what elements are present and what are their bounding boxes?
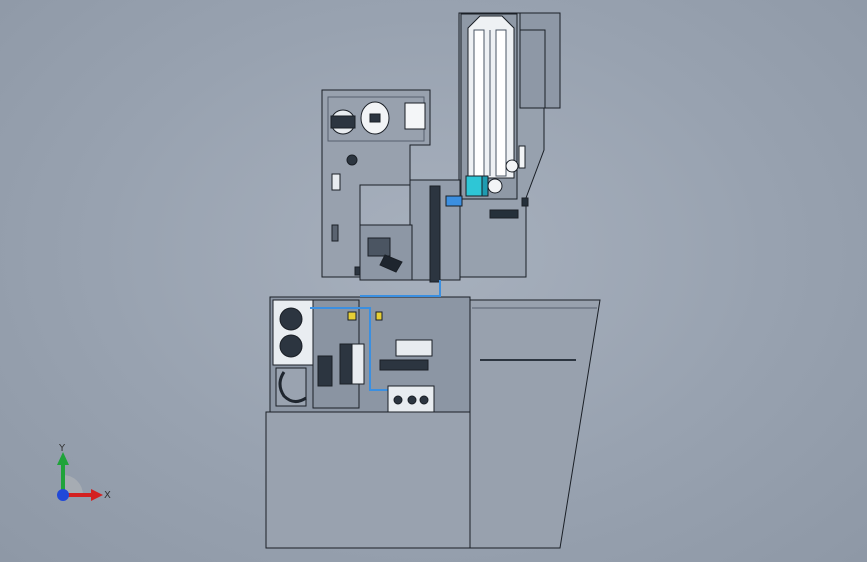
center-transfer-column [359,179,463,283]
base-frame [265,299,601,549]
upper-right-module [458,12,561,278]
lower-left-unit [269,280,471,415]
coordinate-triad: Y X [57,443,111,501]
y-axis-label: Y [58,443,66,454]
x-axis-label: X [104,490,111,501]
triad-xy-plane [63,475,83,495]
z-axis-dot [57,489,69,501]
upper-left-room [321,89,431,278]
